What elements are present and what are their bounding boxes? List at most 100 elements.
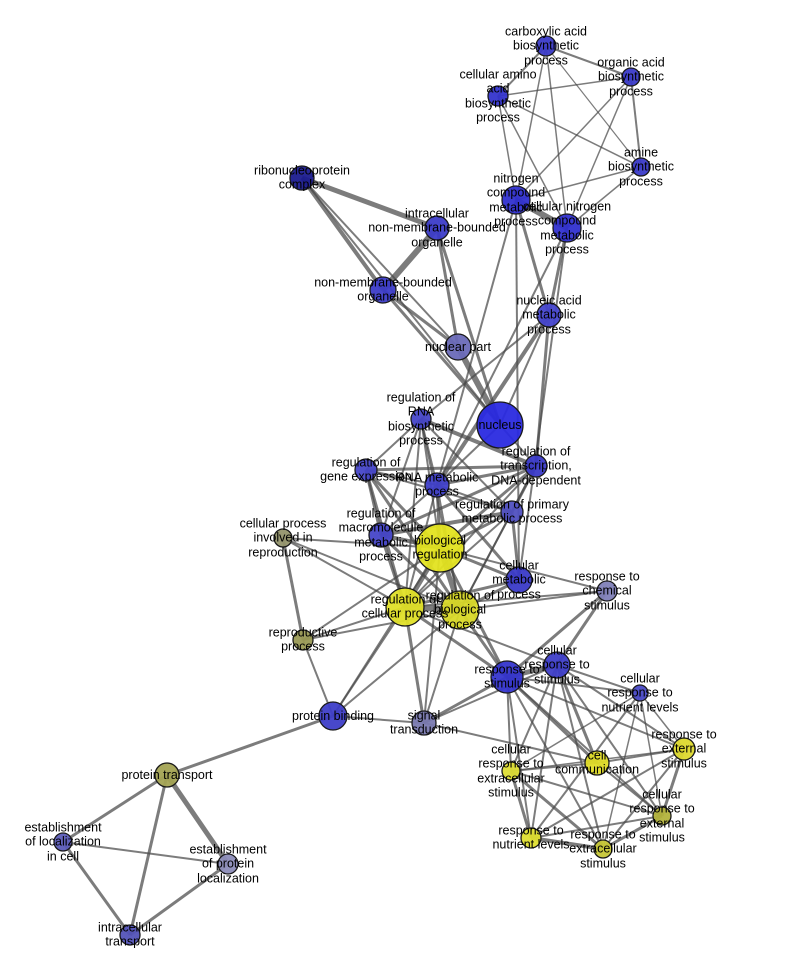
node-pbind[interactable] — [318, 701, 348, 731]
node-oab[interactable] — [621, 67, 641, 87]
node-rge[interactable] — [354, 458, 378, 482]
node-nam[interactable] — [536, 302, 562, 328]
node-ab[interactable] — [631, 157, 651, 177]
edge-pbind-sigtr — [332, 715, 425, 724]
edge-cab-caab — [497, 45, 547, 97]
node-rbp[interactable] — [440, 590, 480, 630]
node-rnl[interactable] — [520, 827, 542, 849]
node-inmbo[interactable] — [424, 215, 450, 241]
edge-rtdd-rge — [365, 464, 537, 472]
node-itrans[interactable] — [119, 924, 141, 946]
edge-cab-ab — [545, 45, 642, 168]
edge-oab-cncm — [566, 76, 632, 229]
node-rstim[interactable] — [490, 660, 524, 694]
node-crnl[interactable] — [631, 684, 649, 702]
edge-rmmp-rpmp — [380, 510, 513, 537]
edge-rbp-repro — [302, 609, 461, 641]
edge-bioreg-sigtr — [423, 547, 441, 724]
edge-cncm-rnam — [436, 227, 568, 486]
edge-ptrans-eploc — [164, 773, 231, 866]
node-cpir[interactable] — [273, 528, 293, 548]
node-crecs[interactable] — [501, 761, 521, 781]
node-cncm[interactable] — [552, 213, 582, 243]
node-caab[interactable] — [487, 85, 509, 107]
edge-inmbo-npart — [435, 227, 460, 348]
node-rcp[interactable] — [385, 587, 425, 627]
edge-cab-oab — [545, 45, 632, 78]
edge-caab-ncm — [497, 95, 517, 201]
edge-rstim-crexs — [506, 676, 663, 817]
node-rext[interactable] — [672, 737, 696, 761]
edge-rstim-crnl — [506, 676, 641, 694]
node-eploc[interactable] — [217, 853, 239, 875]
node-layer — [53, 35, 696, 946]
edge-rstim-rnl — [506, 676, 532, 839]
edge-ptrans-eloc — [62, 773, 168, 844]
edge-rtdd-rnam — [436, 464, 537, 487]
edge-rext-rnl — [530, 748, 685, 839]
node-rpmp[interactable] — [500, 500, 524, 524]
node-recs[interactable] — [593, 839, 613, 859]
edge-ccomm-crexs — [596, 762, 663, 817]
node-rrbp[interactable] — [410, 408, 432, 430]
edge-ab-ncm — [515, 166, 642, 201]
node-nmbo[interactable] — [369, 276, 397, 304]
edge-rcp-cpir — [282, 537, 406, 608]
edge-crecs-recs — [510, 769, 604, 851]
node-rchem[interactable] — [596, 580, 618, 602]
edge-oab-ab — [630, 76, 642, 168]
edge-rstim-rext — [506, 676, 685, 750]
edge-crstim-crecs — [510, 664, 558, 772]
node-rtdd[interactable] — [524, 454, 548, 478]
edge-crnl-crecs — [510, 692, 641, 772]
edge-eloc-itrans — [61, 841, 132, 936]
edge-rbp-cpir — [282, 537, 461, 611]
edge-crstim-crnl — [556, 664, 641, 694]
edge-rbp-sigtr — [423, 609, 461, 724]
edge-nmbo-nucleus — [381, 289, 502, 426]
edge-ptrans-itrans — [128, 774, 169, 936]
edge-rrbp-rtdd — [420, 417, 537, 468]
edge-rnam-rpmp — [436, 484, 513, 513]
node-rnp[interactable] — [289, 165, 315, 191]
edge-eloc-eploc — [62, 841, 229, 865]
edge-rbp-rchem — [459, 590, 608, 611]
edge-crnl-recs — [602, 692, 641, 850]
edge-cab-cncm — [545, 45, 568, 229]
edge-caab-ab — [497, 95, 642, 168]
edge-nam-rtdd — [534, 314, 551, 467]
edge-crstim-ccomm — [555, 664, 599, 764]
edge-rtdd-rcp — [404, 465, 537, 608]
edge-crexs-rnl — [530, 815, 663, 839]
edge-ccomm-crecs — [510, 762, 598, 772]
node-eloc[interactable] — [53, 832, 73, 852]
edge-rcp-rchem — [404, 590, 608, 608]
node-npart[interactable] — [444, 333, 472, 361]
node-crstim[interactable] — [543, 651, 571, 679]
node-rnam[interactable] — [424, 472, 450, 498]
node-cmp[interactable] — [505, 566, 533, 594]
node-cab[interactable] — [535, 35, 557, 57]
edge-oab-ncm — [515, 76, 632, 201]
edge-rge-rbp — [364, 469, 462, 611]
node-sigtr[interactable] — [411, 710, 437, 736]
edge-nam-rnam — [435, 313, 551, 487]
edge-crnl-rext — [639, 692, 685, 750]
node-bioreg[interactable] — [415, 523, 465, 573]
edge-bioreg-cpir — [282, 537, 441, 549]
edge-rnp-nucleus — [301, 177, 501, 426]
edge-rstim-recs — [506, 676, 604, 850]
node-rmmp[interactable] — [368, 522, 394, 548]
edge-rcp-pbind — [332, 606, 406, 717]
node-repro[interactable] — [292, 629, 314, 651]
node-ncm[interactable] — [501, 185, 531, 215]
node-crexs[interactable] — [652, 806, 672, 826]
edge-crstim-recs — [556, 664, 604, 850]
edge-layer — [61, 45, 686, 937]
node-nucleus[interactable] — [476, 401, 524, 449]
node-ptrans[interactable] — [154, 762, 180, 788]
edge-rrbp-rge — [365, 418, 422, 471]
node-ccomm[interactable] — [584, 750, 610, 776]
edge-crecs-rnl — [509, 770, 533, 839]
